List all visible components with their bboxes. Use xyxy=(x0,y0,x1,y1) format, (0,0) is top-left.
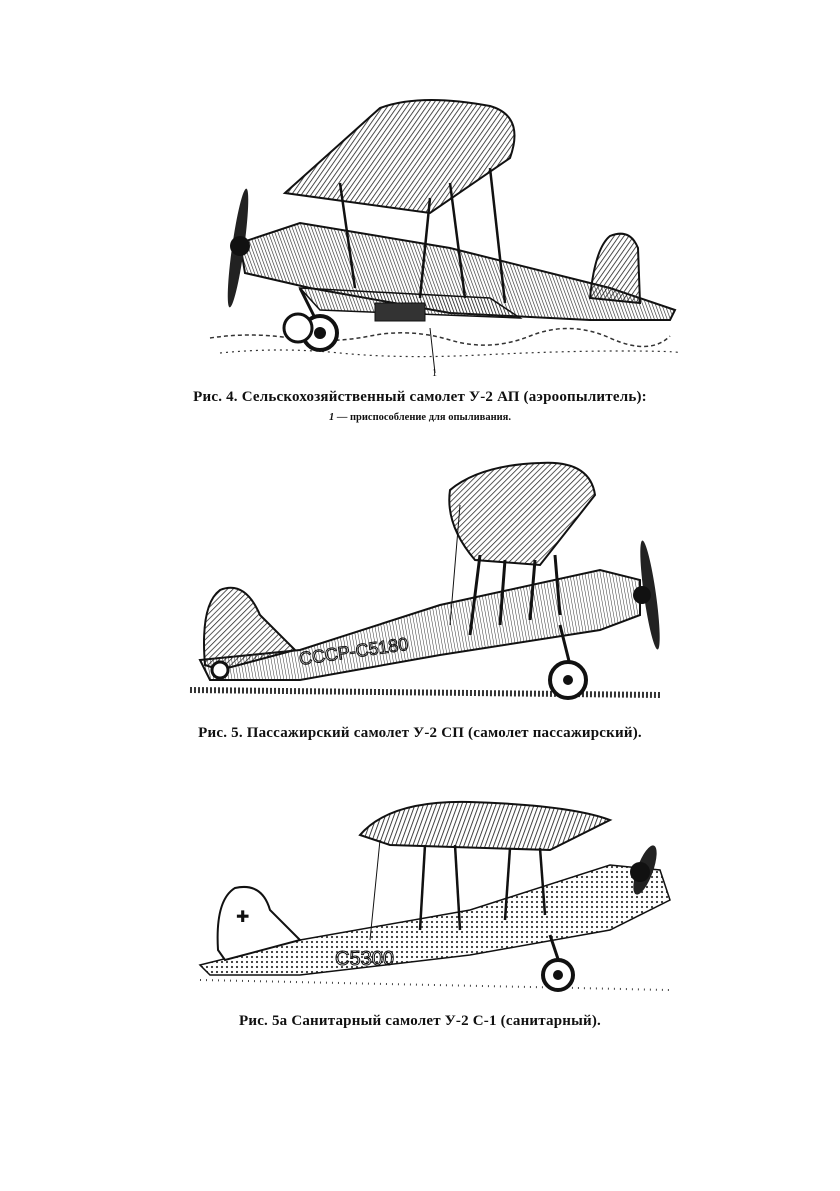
propeller-icon xyxy=(630,845,657,895)
upper-wing xyxy=(282,98,516,215)
ground-hatching xyxy=(189,687,661,698)
figure-5-illustration: СССР-С5180 xyxy=(180,455,680,710)
figure-4-caption-text: Сельскохозяйственный самолет У-2 АП (аэр… xyxy=(241,389,647,405)
figure-4-legend: 1 — приспособление для опыливания. xyxy=(0,412,840,423)
figure-5a-caption: Рис. 5а Санитарный самолет У-2 С-1 (сани… xyxy=(0,1013,840,1030)
figure-4-caption: Рис. 4. Сельскохозяйственный самолет У-2… xyxy=(0,389,840,406)
ground-hatching xyxy=(209,327,681,358)
ground-hatching xyxy=(199,979,671,991)
figure-5-label: Рис. 5. xyxy=(198,725,243,741)
landing-gear xyxy=(541,934,575,992)
wing-struts xyxy=(338,167,507,304)
figure-5a-label: Рис. 5а xyxy=(238,1013,288,1029)
fuselage xyxy=(198,568,641,681)
figure-4-label: Рис. 4. xyxy=(193,389,238,405)
landing-gear xyxy=(282,287,339,352)
fuselage-marking: С5300 xyxy=(335,948,394,970)
wing-struts xyxy=(369,839,547,941)
figure-5-caption: Рис. 5. Пассажирский самолет У-2 СП (сам… xyxy=(0,725,840,742)
figure-4-legend-number: 1 xyxy=(328,412,335,423)
figure-5-caption-text: Пассажирский самолет У-2 СП (самолет пас… xyxy=(246,725,642,741)
figure-4-legend-text: — приспособление для опыливания. xyxy=(336,412,511,423)
upper-wing xyxy=(358,800,613,852)
tail-fin xyxy=(588,232,642,305)
upper-wing xyxy=(448,461,597,567)
propeller-icon xyxy=(227,188,250,308)
landing-gear xyxy=(210,624,588,700)
fuselage xyxy=(198,864,671,976)
callout-number: 1 xyxy=(432,368,437,378)
figure-5a-illustration: ✚ С5300 xyxy=(190,790,690,1005)
tail-fin xyxy=(203,586,297,672)
propeller-icon xyxy=(633,540,660,650)
tail-fin xyxy=(216,886,302,962)
wing-struts xyxy=(449,504,562,636)
figure-4-illustration: 1 xyxy=(190,88,690,378)
figure-5a-caption-text: Санитарный самолет У-2 С-1 (санитарный). xyxy=(291,1013,602,1029)
red-cross-icon: ✚ xyxy=(236,907,249,926)
dusting-apparatus xyxy=(374,302,426,322)
